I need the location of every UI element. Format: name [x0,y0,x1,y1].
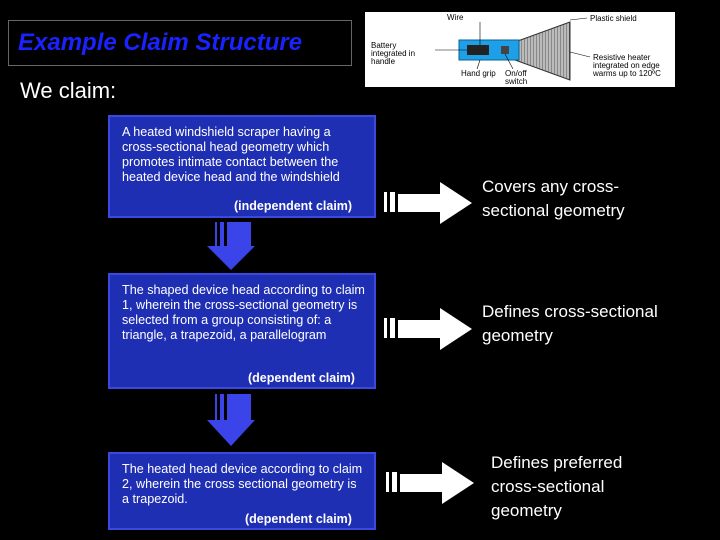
title-box: Example Claim Structure [8,20,352,66]
claim-box-2: The shaped device head according to clai… [108,273,376,389]
claim-text-2: The shaped device head according to clai… [122,283,365,342]
scraper-illustration [365,12,675,87]
claim-text-3: The heated head device according to clai… [122,462,363,506]
label-resistive-heater: Resistive heater integrated on edge warm… [593,53,661,78]
label-plastic-shield: Plastic shield [590,14,637,23]
label-wire: Wire [447,13,464,22]
claim-tag-1: (independent claim) [234,199,353,213]
note-1: Covers any cross-sectional geometry [482,177,625,220]
side-arrow-2 [384,308,472,350]
down-arrow-2 [207,394,255,446]
side-arrow-1 [384,182,472,224]
label-battery: Battery integrated in handle [371,41,416,66]
slide-subtitle: We claim: [20,78,117,103]
down-arrow-1 [207,222,255,270]
side-arrow-3 [386,462,474,504]
label-switch: On/off switch [505,69,528,86]
claim-tag-3: (dependent claim) [245,512,352,526]
claim-text-1: A heated windshield scraper having a cro… [122,125,340,184]
claim-tag-2: (dependent claim) [248,371,355,385]
claim-box-3: The heated head device according to clai… [108,452,376,530]
label-hand-grip: Hand grip [461,69,496,78]
scraper-diagram: Wire Plastic shield Battery integrated i… [365,12,675,87]
note-3: Defines preferred cross-sectional geomet… [491,453,623,520]
note-2: Defines cross-sectional geometry [482,302,658,345]
slide-title: Example Claim Structure [18,29,303,56]
claim-box-1: A heated windshield scraper having a cro… [108,115,376,218]
